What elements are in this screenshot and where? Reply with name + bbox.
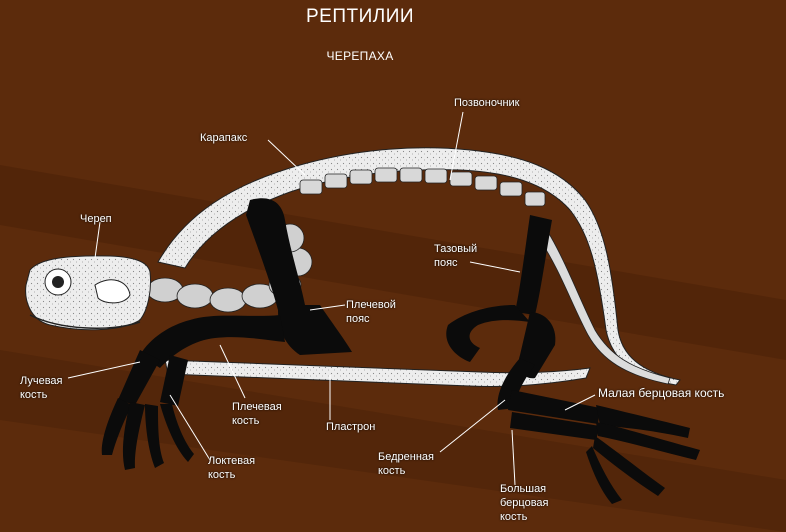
label-femur: Бедренная кость [378,450,434,478]
label-shoulder-girdle: Плечевой пояс [346,298,396,326]
skull [26,256,151,330]
label-fibula: Малая берцовая кость [598,386,724,400]
label-plastron: Пластрон [326,420,375,434]
label-radius: Лучевая кость [20,374,63,402]
diagram-subtitle: ЧЕРЕПАХА [0,49,720,63]
label-humerus: Плечевая кость [232,400,282,428]
label-skull: Череп [80,212,112,226]
label-tibia: Большая берцовая кость [500,482,549,524]
label-carapace: Карапакс [200,131,247,145]
diagram-title: РЕПТИЛИИ [0,6,720,28]
label-pelvic-girdle: Тазовый пояс [434,242,477,270]
label-ulna: Локтевая кость [208,454,255,482]
label-spine: Позвоночник [454,96,520,110]
